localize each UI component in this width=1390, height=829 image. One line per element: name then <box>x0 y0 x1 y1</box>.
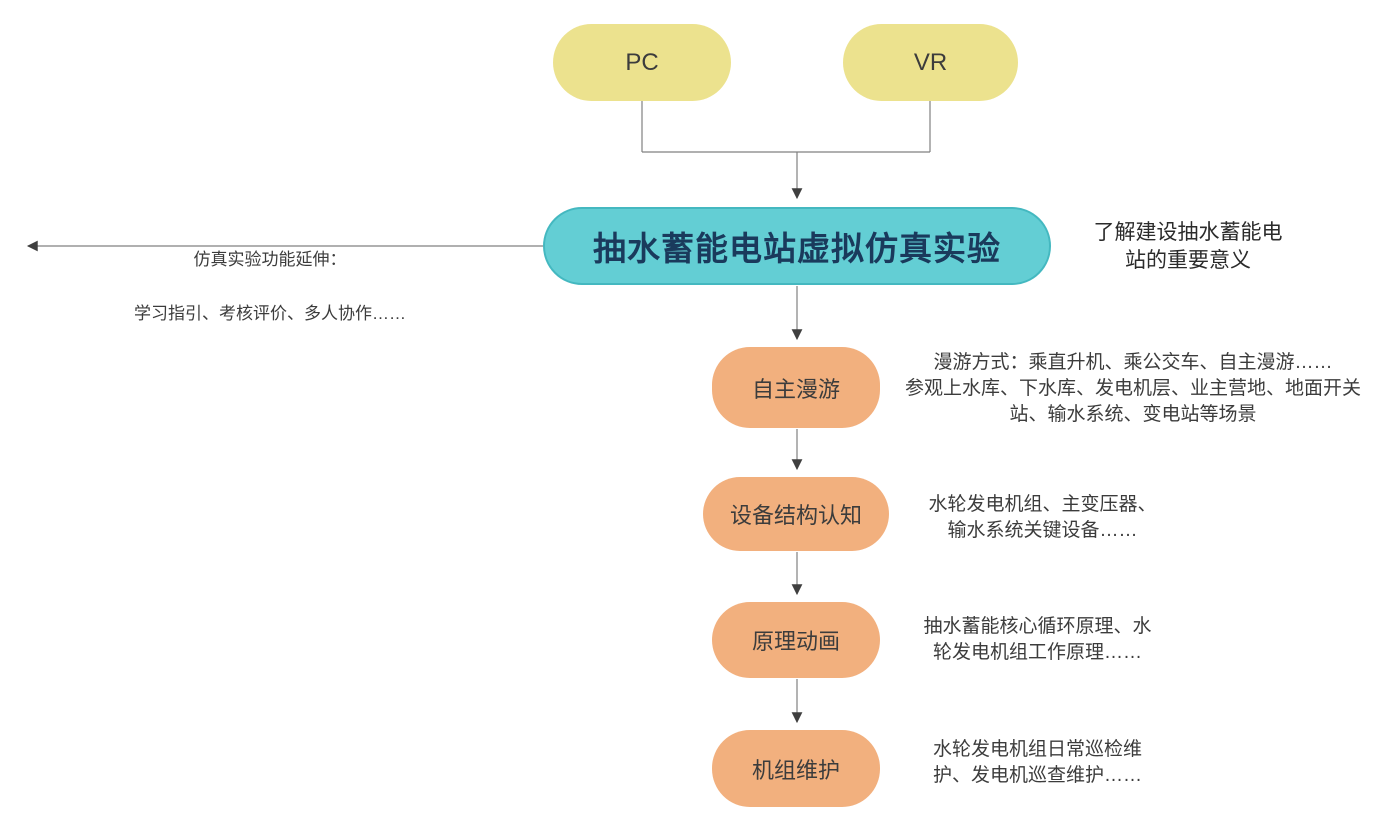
node-title: 抽水蓄能电站虚拟仿真实验 <box>543 207 1051 285</box>
node-step-unit-maintenance: 机组维护 <box>712 730 880 807</box>
step-equipment-structure-note: 水轮发电机组、主变压器、 输水系统关键设备…… <box>928 494 1157 541</box>
node-vr: VR <box>843 24 1018 101</box>
step-principle-animation-note: 抽水蓄能核心循环原理、水 轮发电机组工作原理…… <box>923 616 1152 663</box>
title-left-note-line1: 仿真实验功能延伸： <box>193 250 347 269</box>
node-pc-label: PC <box>625 48 659 76</box>
title-right-note: 了解建设抽水蓄能电 站的重要意义 <box>1093 221 1283 272</box>
node-step-free-roam-label: 自主漫游 <box>751 376 840 402</box>
node-step-equipment-structure: 设备结构认知 <box>703 477 889 551</box>
node-pc: PC <box>553 24 731 101</box>
node-step-equipment-structure-label: 设备结构认知 <box>729 503 862 528</box>
title-left-note-line2: 学习指引、考核评价、多人协作…… <box>134 304 406 323</box>
node-step-principle-animation-label: 原理动画 <box>751 629 840 654</box>
node-step-principle-animation: 原理动画 <box>712 602 880 678</box>
node-step-unit-maintenance-label: 机组维护 <box>751 757 840 783</box>
node-step-free-roam: 自主漫游 <box>712 347 880 428</box>
step-free-roam-note: 漫游方式：乘直升机、乘公交车、自主漫游…… 参观上水库、下水库、发电机层、业主营… <box>904 352 1361 425</box>
node-title-label: 抽水蓄能电站虚拟仿真实验 <box>593 230 1001 267</box>
step-unit-maintenance-note: 水轮发电机组日常巡检维 护、发电机巡查维护…… <box>932 739 1142 786</box>
title-left-note: 仿真实验功能延伸： 学习指引、考核评价、多人协作…… <box>90 219 450 354</box>
node-vr-label: VR <box>913 48 948 76</box>
